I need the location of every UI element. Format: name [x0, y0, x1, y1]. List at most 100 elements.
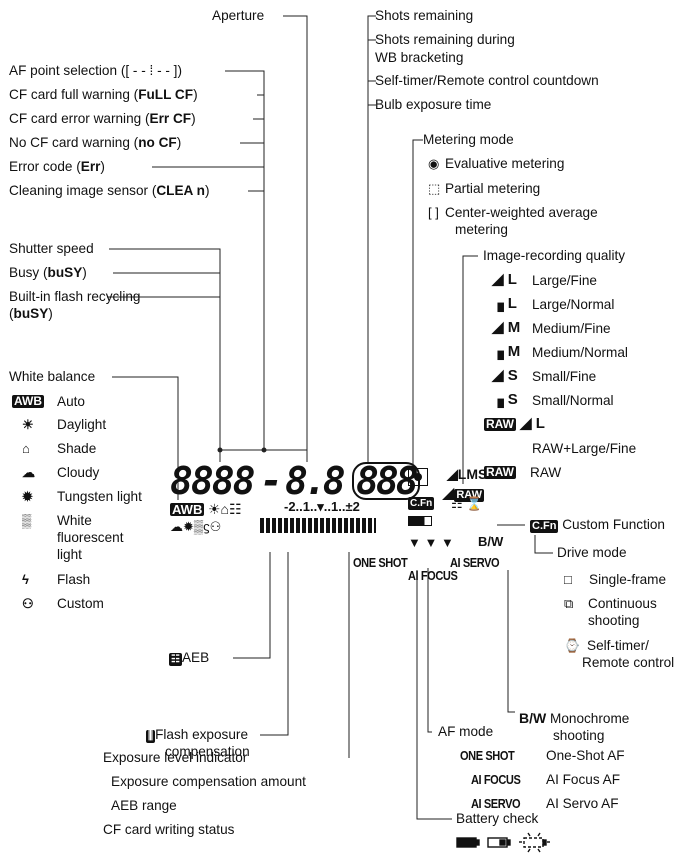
- quality-item-label: Small/Normal: [532, 393, 614, 408]
- shots-wb-label-1: Shots remaining during: [375, 32, 515, 47]
- monochrome-label: B/W Monochrome: [519, 710, 630, 726]
- exposure-comp-amount-label: Exposure compensation amount: [111, 774, 306, 789]
- card-full-label: CF card full warning (FuLL CF): [9, 87, 198, 102]
- no-card-label: No CF card warning (no CF): [9, 135, 182, 150]
- shots-wb-label-2: WB bracketing: [375, 50, 464, 65]
- wb-item-label: light: [57, 547, 82, 562]
- wb-icon-5: ▒: [22, 513, 32, 528]
- aperture-digits: 8.8: [285, 459, 346, 503]
- cleaning-label: Cleaning image sensor (CLEA n): [9, 183, 210, 198]
- bw-icon: B/W: [519, 710, 547, 726]
- wb-item-label: Cloudy: [57, 465, 100, 480]
- wb-item-label: White: [57, 513, 92, 528]
- wb-item-label: fluorescent: [57, 530, 124, 545]
- lcd-ai-focus: AI FOCUS: [408, 568, 458, 583]
- af-point-selection-label: AF point selection ([ - - ⁞ - - ]): [9, 63, 182, 78]
- metering-icon: [408, 468, 428, 486]
- af-mode-code: AI FOCUS: [471, 772, 521, 787]
- wb-item-label: Flash: [57, 572, 91, 587]
- af-mode-code: AI SERVO: [471, 796, 521, 811]
- drive-item-label: Remote control: [582, 655, 675, 670]
- af-mode-label: AF mode: [438, 724, 494, 739]
- lcd-bar: [260, 518, 376, 533]
- lcd-battery: [408, 516, 432, 526]
- quality-icon-4: ◢ S: [492, 367, 518, 384]
- flash-recycling-label-2: (buSY): [9, 306, 53, 321]
- wb-item-label: Tungsten light: [57, 489, 142, 504]
- flash-exp-comp-label-2: compensation: [165, 744, 250, 759]
- wb-awb-icon: AWB: [12, 394, 44, 408]
- quality-icon-3: ▗ M: [492, 343, 521, 360]
- lcd-af-arrows: ▼ ▼ ▼: [408, 535, 454, 550]
- quality-icon-0: ◢ L: [492, 271, 517, 288]
- lcd-drive: ☷ ⌛: [451, 496, 483, 511]
- lcd-quality: ◢LMS: [447, 466, 488, 482]
- shutter-speed-label: Shutter speed: [9, 241, 94, 256]
- wb-icon-1: ☀: [22, 417, 34, 432]
- cfn-icon: C.Fn: [530, 520, 559, 533]
- busy-label: Busy (buSY): [9, 265, 87, 280]
- wb-icon-4: ✹: [22, 489, 33, 504]
- wb-icon-3: ☁: [22, 465, 35, 480]
- drive-item-label: Single-frame: [589, 572, 667, 587]
- error-code-label: Error code (Err): [9, 159, 105, 174]
- af-mode-code: ONE SHOT: [460, 748, 515, 763]
- af-mode-label-item: AI Servo AF: [546, 796, 619, 811]
- monochrome-label-2: shooting: [553, 728, 605, 743]
- raw-icon: RAW: [484, 465, 516, 479]
- quality-item-label: Large/Normal: [532, 297, 615, 312]
- wb-item-label: Shade: [57, 441, 97, 456]
- metering-icon-0: ◉: [428, 156, 440, 171]
- quality-item-label: Medium/Fine: [532, 321, 611, 336]
- lcd-bw: B/W: [478, 534, 504, 549]
- white-balance-label: White balance: [9, 369, 96, 384]
- quality-item-label: Medium/Normal: [532, 345, 628, 360]
- metering-item-label: Partial metering: [445, 181, 541, 196]
- quality-item-label: Large/Fine: [532, 273, 597, 288]
- aeb-range-label: AEB range: [111, 798, 177, 813]
- battery-check-label: Battery check: [456, 811, 539, 826]
- drive-icon-0: □: [564, 572, 572, 587]
- flash-comp-icon: ⫼: [146, 730, 156, 743]
- drive-icon-3: ⌚: [564, 638, 581, 653]
- raw-icon: RAW: [484, 417, 516, 431]
- metering-icon-1: ⬚: [428, 181, 441, 196]
- wb-icon-2: ⌂: [22, 441, 30, 456]
- metering-mode-label: Metering mode: [423, 132, 514, 147]
- quality-icon-1: ▗ L: [492, 295, 517, 312]
- drive-item-label: shooting: [588, 613, 640, 628]
- card-writing-label: CF card writing status: [103, 822, 235, 837]
- wb-icon-9: ⚇: [22, 596, 34, 611]
- custom-function-label: C.Fn Custom Function: [530, 517, 665, 533]
- wb-icon-8: ϟ: [22, 572, 29, 587]
- quality-item-label: RAW: [530, 465, 562, 480]
- metering-item-label: Evaluative metering: [445, 156, 565, 171]
- metering-item-label: metering: [455, 222, 508, 237]
- lcd-cfn: C.Fn: [408, 497, 435, 510]
- quality-icon-2: ◢ M: [492, 319, 521, 336]
- af-mode-label-item: One-Shot AF: [546, 748, 625, 763]
- drive-mode-label: Drive mode: [557, 545, 627, 560]
- lcd-dash: -: [260, 459, 283, 503]
- shots-remaining-label: Shots remaining: [375, 8, 474, 23]
- quality-icon-5: ▗ S: [492, 391, 518, 408]
- wb-item-label: Daylight: [57, 417, 107, 432]
- drive-item-label: Continuous: [588, 596, 657, 611]
- wb-item-label: Auto: [57, 394, 85, 409]
- exposure-level-label: Exposure level indicator: [103, 750, 248, 765]
- flash-recycling-label-1: Built-in flash recycling: [9, 289, 141, 304]
- aeb-label: ☷AEB: [169, 650, 210, 666]
- bulb-time-label: Bulb exposure time: [375, 97, 492, 112]
- lcd-panel: 8888 - 8.8 888 ◢LMS ◢RAW AWB ☀⌂☷ ☁✹▒ϛ⚇ C…: [170, 455, 520, 585]
- aperture-label: Aperture: [212, 8, 265, 23]
- shots-bracket: [352, 462, 420, 500]
- selftimer-countdown-label: Self-timer/Remote control countdown: [375, 73, 599, 88]
- lcd-wb-icons: ☀⌂☷: [208, 501, 242, 517]
- wb-item-label: Custom: [57, 596, 104, 611]
- quality-item-label: RAW+Large/Fine: [532, 441, 637, 456]
- shutter-digits: 8888: [170, 459, 256, 503]
- lcd-awb: AWB: [170, 502, 205, 517]
- drive-item-label: Self-timer/: [587, 638, 649, 653]
